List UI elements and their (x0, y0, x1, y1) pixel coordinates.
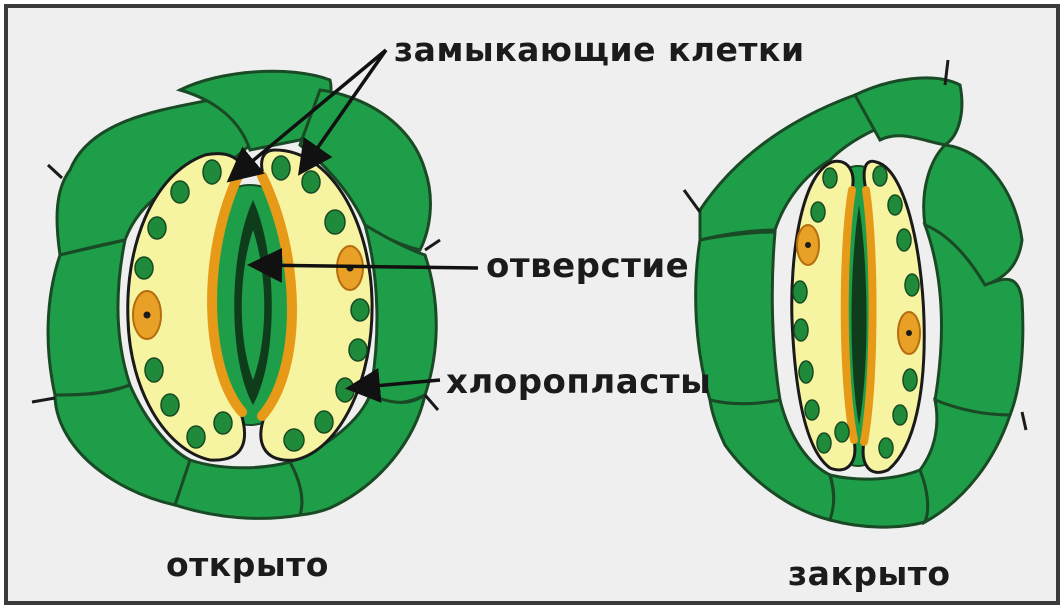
epidermal-cell (48, 240, 130, 395)
label-closed: закрыто (788, 554, 951, 593)
nucleolus (906, 330, 912, 336)
label-chloroplasts: хлоропласты (446, 362, 711, 402)
nucleolus (144, 312, 151, 319)
label-pore: отверстие (486, 246, 689, 286)
stoma-open (32, 71, 440, 518)
epidermal-cell (175, 460, 302, 518)
nucleolus (805, 242, 811, 248)
label-open: открыто (166, 545, 329, 584)
label-guard-cells: замыкающие клетки (394, 30, 805, 69)
epidermal-cell (830, 470, 928, 527)
